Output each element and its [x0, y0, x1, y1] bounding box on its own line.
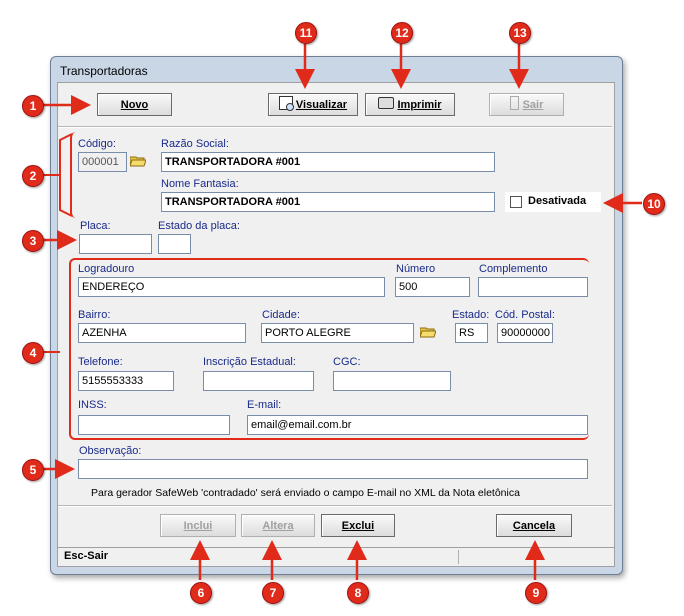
inss-field[interactable] [78, 415, 230, 435]
bairro-label: Bairro: [78, 309, 111, 321]
city-folder-icon[interactable] [420, 326, 436, 338]
status-divider [458, 550, 459, 564]
callout-10: 10 [643, 193, 665, 215]
logradouro-label: Logradouro [78, 263, 135, 275]
visualizar-label: Visualizar [295, 99, 348, 111]
preview-icon [278, 96, 294, 111]
cidade-field[interactable]: PORTO ALEGRE [261, 323, 414, 343]
status-text: Esc-Sair [64, 550, 109, 562]
complemento-field[interactable] [478, 277, 588, 297]
cod-postal-label: Cód. Postal: [495, 309, 555, 321]
callout-4-bracket [69, 258, 589, 440]
cod-postal-field[interactable]: 90000000 [497, 323, 553, 343]
estado-placa-field[interactable] [158, 234, 191, 254]
telefone-field[interactable]: 5155553333 [78, 371, 174, 391]
inclui-button[interactable]: Inclui [160, 514, 236, 537]
codigo-field[interactable]: 000001 [78, 152, 127, 172]
printer-icon [378, 97, 395, 109]
desativada-label: Desativada [528, 195, 587, 207]
estado-label: Estado: [452, 309, 490, 321]
email-field[interactable]: email@email.com.br [247, 415, 588, 435]
bairro-field[interactable]: AZENHA [78, 323, 246, 343]
estado-field[interactable]: RS [455, 323, 488, 343]
cidade-label: Cidade: [262, 309, 300, 321]
sair-label: Sair [522, 99, 544, 111]
toolbar-divider [58, 126, 612, 128]
sair-button[interactable]: Sair [489, 93, 564, 116]
callout-8: 8 [347, 582, 369, 604]
nome-fantasia-field[interactable]: TRANSPORTADORA #001 [161, 192, 495, 212]
callout-13: 13 [509, 22, 531, 44]
callout-11: 11 [295, 22, 317, 44]
logradouro-field[interactable]: ENDEREÇO [78, 277, 385, 297]
callout-3: 3 [22, 230, 44, 252]
exclui-button[interactable]: Exclui [321, 514, 395, 537]
observacao-field[interactable] [78, 459, 588, 479]
numero-field[interactable]: 500 [395, 277, 470, 297]
desativada-checkbox[interactable] [510, 196, 522, 208]
inscricao-estadual-field[interactable] [203, 371, 314, 391]
callout-1: 1 [22, 95, 44, 117]
callout-2-bracket [70, 132, 502, 218]
visualizar-button[interactable]: Visualizar [268, 93, 358, 116]
email-label: E-mail: [247, 399, 282, 411]
cancela-button[interactable]: Cancela [496, 514, 572, 537]
imprimir-button[interactable]: Imprimir [365, 93, 455, 116]
inscricao-estadual-label: Inscrição Estadual: [203, 356, 296, 368]
complemento-label: Complemento [479, 263, 548, 275]
razao-social-field[interactable]: TRANSPORTADORA #001 [161, 152, 495, 172]
callout-7: 7 [262, 582, 284, 604]
open-folder-icon[interactable] [130, 155, 146, 167]
placa-field[interactable] [79, 234, 152, 254]
callout-9: 9 [525, 582, 547, 604]
inclui-label: Inclui [183, 520, 213, 532]
window-title: Transportadoras [60, 64, 148, 78]
callout-5: 5 [22, 459, 44, 481]
exclui-label: Exclui [341, 520, 375, 532]
razao-social-label: Razão Social: [161, 138, 229, 150]
cgc-field[interactable] [333, 371, 451, 391]
safeweb-note: Para gerador SafeWeb 'contradado' será e… [91, 487, 520, 499]
imprimir-label: Imprimir [397, 99, 442, 111]
altera-button[interactable]: Altera [241, 514, 315, 537]
nome-fantasia-label: Nome Fantasia: [161, 178, 239, 190]
altera-label: Altera [262, 520, 294, 532]
numero-label: Número [396, 263, 436, 275]
actions-divider [58, 505, 612, 507]
inss-label: INSS: [78, 399, 107, 411]
cancela-label: Cancela [512, 520, 556, 532]
codigo-label: Código: [78, 138, 116, 150]
cgc-label: CGC: [333, 356, 361, 368]
callout-6: 6 [190, 582, 212, 604]
callout-4: 4 [22, 342, 44, 364]
observacao-label: Observação: [79, 445, 142, 457]
novo-label: Novo [120, 99, 149, 111]
estado-placa-label: Estado da placa: [158, 220, 240, 232]
novo-button[interactable]: Novo [97, 93, 172, 116]
callout-12: 12 [391, 22, 413, 44]
placa-label: Placa: [80, 220, 111, 232]
door-icon [509, 96, 519, 110]
callout-2: 2 [22, 165, 44, 187]
desativada-group[interactable]: Desativada [505, 192, 601, 212]
telefone-label: Telefone: [78, 356, 123, 368]
